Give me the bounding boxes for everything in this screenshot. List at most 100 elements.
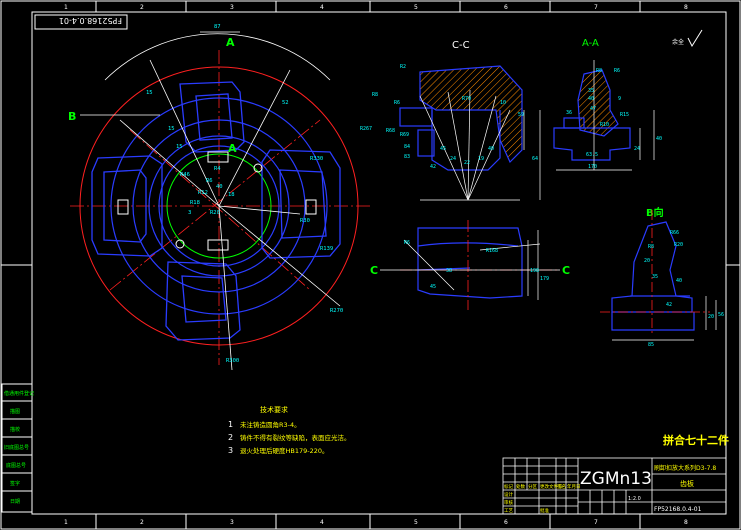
dim-label: R69 <box>400 132 409 138</box>
pitch-circle <box>166 153 272 259</box>
dimension-lines <box>80 31 341 371</box>
small-slots <box>117 151 317 251</box>
header-label: 分区 <box>528 483 537 490</box>
dim-label: R10 <box>600 122 609 128</box>
drawing-number: FP52168.0.4-01 <box>654 506 702 513</box>
part-type: 齿板 <box>680 479 694 488</box>
view-mark-B: B <box>68 110 76 123</box>
dim-label: 38 <box>446 268 452 274</box>
dim-label: R68 <box>386 128 395 134</box>
dim-label: 36 <box>566 110 572 116</box>
dim-label: R4 <box>214 166 221 172</box>
dim-label: 47 <box>590 106 596 112</box>
dim-label: 42 <box>666 302 672 308</box>
roughness-symbol: 余全 <box>672 29 703 48</box>
section-mark-A-mid: A <box>228 142 237 155</box>
dim-label: 10 <box>500 100 506 106</box>
zone-number: 4 <box>320 4 324 11</box>
margin-label: 签字 <box>10 480 20 487</box>
blue-circles <box>110 97 328 315</box>
tech-req-num: 2 <box>228 433 233 442</box>
dim-label: R18 <box>190 200 200 206</box>
zone-number: 7 <box>594 4 598 11</box>
row-label: 设计 <box>504 491 513 498</box>
row-label: 审核 <box>504 499 513 506</box>
dim-label: R20 <box>210 210 220 216</box>
header-label: 签名 <box>557 483 566 490</box>
dim-label: R2 <box>400 64 406 70</box>
technical-requirements: 技术要求 1 未注铸造圆角R3-4。 2 铸件不得有裂纹等缺陷，表面应光洁。 3… <box>228 405 351 455</box>
dim-label: 3 <box>188 210 191 216</box>
zone-number: 3 <box>230 4 234 11</box>
dim-label: 64 <box>532 156 538 162</box>
margin-label: 底图总号 <box>6 462 26 469</box>
dim-label: R270 <box>330 308 343 314</box>
row-label: 批准 <box>540 507 549 514</box>
section-cc: C-C R2 R8 R6 R267 R68 <box>360 40 541 201</box>
dim-label: R30 <box>300 218 310 224</box>
dim-label: R6 <box>614 68 620 74</box>
roughness-note: 余全 <box>672 38 684 46</box>
dim-label: 15 <box>176 144 183 150</box>
dim-label: R168 <box>486 248 498 254</box>
header-label: 年月日 <box>567 483 581 490</box>
tech-req-text: 退火处理后硬度HB179-220。 <box>240 446 329 455</box>
quantity-stamp: 拼合七十二件 <box>663 433 729 447</box>
margin-label: 日期 <box>10 499 20 505</box>
dim-label: R15 <box>620 112 629 118</box>
zone-number: 6 <box>504 4 508 11</box>
dim-label: 40 <box>216 184 223 190</box>
dim-label: 18 <box>228 192 235 198</box>
dim-label: R66 <box>670 230 679 236</box>
dim-label: R20 <box>674 242 683 248</box>
zone-number: 4 <box>320 519 324 526</box>
zone-number: 2 <box>140 519 144 526</box>
dim-label: R6 <box>404 240 410 246</box>
dim-label: R70 <box>462 96 471 102</box>
main-view: A A B 87 15 15 15 52 R4 R6 R12 R18 R20 R… <box>68 24 370 371</box>
dim-label: R8 <box>648 244 654 250</box>
tech-req-num: 1 <box>228 420 233 429</box>
margin-label: 描图 <box>10 408 20 415</box>
view-c: C C R6 R168 198 179 38 45 <box>370 220 570 310</box>
dim-label: 24 <box>450 156 456 162</box>
dim-label: R139 <box>320 246 333 252</box>
dim-label: 19 <box>478 156 484 162</box>
dim-label: 35 <box>588 88 594 94</box>
dim-label: R12 <box>198 190 208 196</box>
tech-req-num: 3 <box>228 446 233 455</box>
dim-label: 170 <box>588 164 597 170</box>
header-label: 更改文件号 <box>540 483 563 490</box>
zone-number: 2 <box>140 4 144 11</box>
c-mark-right: C <box>562 264 570 277</box>
dim-label: 9 <box>618 96 621 102</box>
dim-label: 85 <box>648 342 654 348</box>
view-title-b: B向 <box>646 206 664 219</box>
dim-label: 35 <box>652 274 658 280</box>
header-label: 标记 <box>504 483 513 490</box>
tech-req-text: 铸件不得有裂纹等缺陷，表面应光洁。 <box>240 433 351 442</box>
zone-number: 8 <box>684 4 688 11</box>
dim-label: 15 <box>168 126 175 132</box>
section-title-aa: A-A <box>582 38 599 49</box>
dim-label: 24 <box>634 146 640 152</box>
c-mark-left: C <box>370 264 378 277</box>
tech-req-title: 技术要求 <box>260 405 288 414</box>
dim-label: 59 <box>518 112 524 118</box>
dim-label: 84 <box>404 144 410 150</box>
dim-label: 42 <box>430 164 436 170</box>
jaw-plates <box>91 81 341 341</box>
section-aa: A-A R8 R6 35 40 47 9 R15 R10 36 63.5 170… <box>553 29 703 171</box>
zone-number: 5 <box>414 4 418 11</box>
dim-label: R300 <box>226 358 239 364</box>
margin-label: 描校 <box>10 426 20 433</box>
material: ZGMn13 <box>580 469 652 489</box>
arc-dimension <box>104 33 331 81</box>
row-label: 工艺 <box>504 508 513 514</box>
zone-numbers-bottom: 1 2 3 4 5 6 7 8 <box>64 519 688 526</box>
dim-label: 83 <box>404 154 410 160</box>
dim-label: 40 <box>488 146 494 152</box>
zone-number: 6 <box>504 519 508 526</box>
dim-label: 198 <box>530 268 539 274</box>
